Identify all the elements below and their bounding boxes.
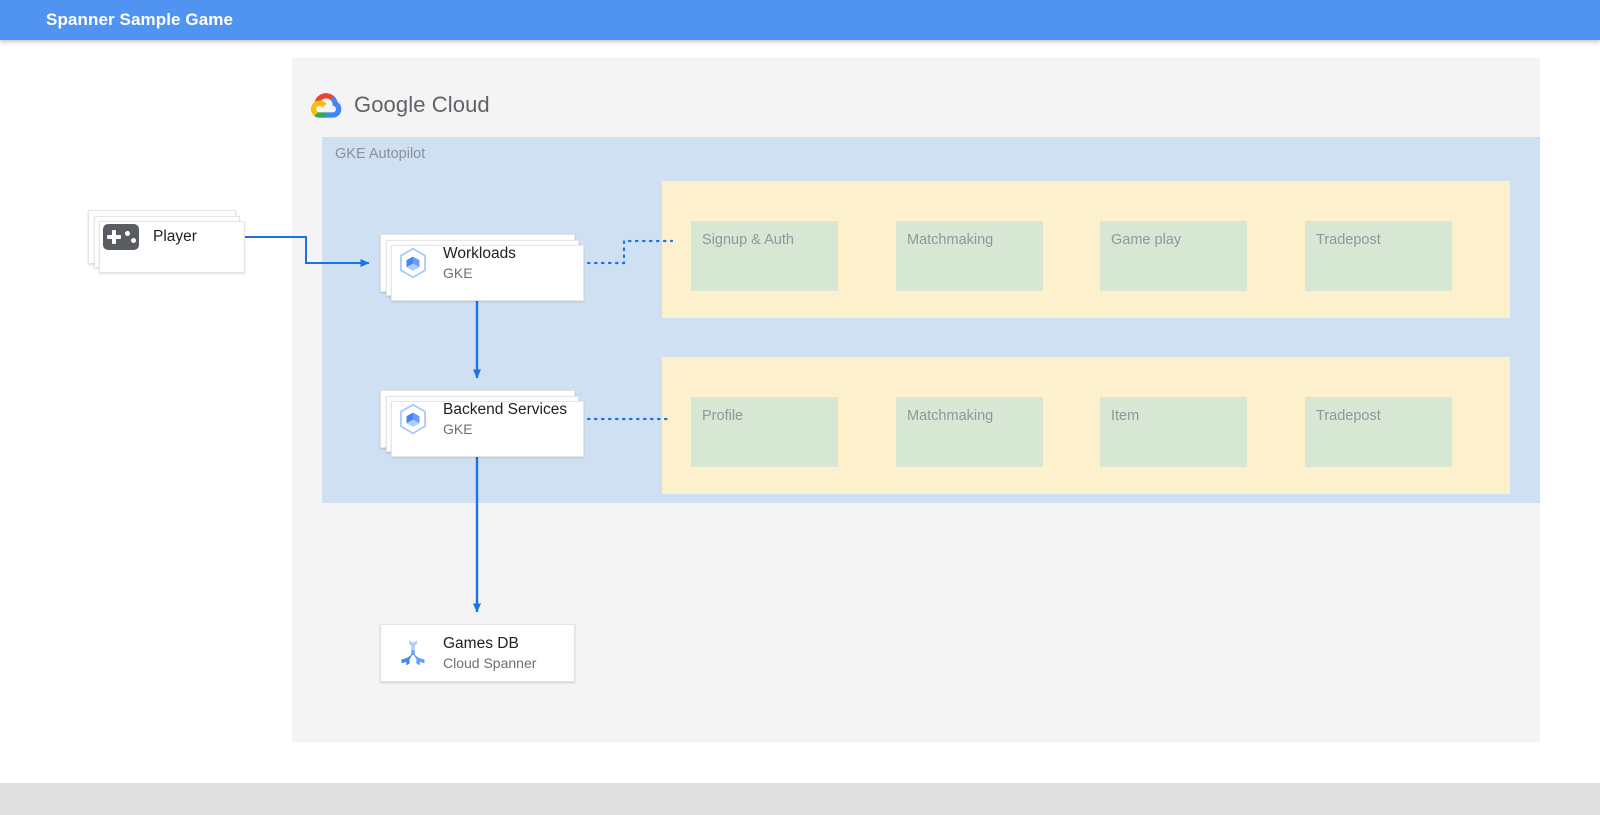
node-card-player[interactable]: Player xyxy=(88,210,245,273)
service-box: Signup & Auth xyxy=(691,221,838,291)
service-box: Item xyxy=(1100,397,1247,467)
service-box-label: Signup & Auth xyxy=(702,232,794,248)
node-subtitle: Cloud Spanner xyxy=(443,654,537,671)
service-box: Profile xyxy=(691,397,838,467)
gke-hexagon-icon xyxy=(399,403,427,435)
app-title: Spanner Sample Game xyxy=(46,10,234,29)
node-card-backend-services[interactable]: Backend Services GKE xyxy=(380,390,584,457)
google-cloud-brand: Google Cloud xyxy=(310,91,490,118)
node-card-text: Backend Services GKE xyxy=(443,400,567,439)
service-box-label: Game play xyxy=(1111,232,1182,248)
service-box-label: Tradepost xyxy=(1316,232,1381,248)
node-subtitle: GKE xyxy=(443,264,473,281)
service-box-label: Profile xyxy=(702,408,744,424)
app-header-bar: Spanner Sample Game xyxy=(0,0,1600,40)
node-title: Games DB xyxy=(443,634,519,652)
gamepad-icon xyxy=(103,224,139,250)
service-box: Tradepost xyxy=(1305,221,1452,291)
node-card-games-db[interactable]: Games DB Cloud Spanner xyxy=(380,624,575,682)
google-cloud-wordmark: Google Cloud xyxy=(354,92,490,118)
gke-autopilot-zone-label: GKE Autopilot xyxy=(335,146,426,162)
node-card-text: Games DB Cloud Spanner xyxy=(443,634,536,673)
service-box: Matchmaking xyxy=(896,221,1043,291)
cloud-spanner-icon xyxy=(401,640,425,666)
gke-hexagon-icon xyxy=(399,247,427,279)
node-subtitle: GKE xyxy=(443,420,473,437)
service-box-label: Item xyxy=(1111,408,1140,424)
service-box-label: Matchmaking xyxy=(907,408,994,424)
backend-service-group: Profile Matchmaking Item Tradepost xyxy=(662,357,1510,494)
service-box-label: Matchmaking xyxy=(907,232,994,248)
service-box: Matchmaking xyxy=(896,397,1043,467)
node-title: Backend Services xyxy=(443,400,568,418)
service-box-label: Tradepost xyxy=(1316,408,1381,424)
node-card-text: Workloads GKE xyxy=(443,244,516,283)
gke-autopilot-zone: GKE Autopilot Signup & Auth Matchmaking … xyxy=(322,137,1540,503)
bottom-status-strip xyxy=(0,783,1600,815)
node-title: Player xyxy=(153,228,197,245)
workloads-service-group: Signup & Auth Matchmaking Game play Trad… xyxy=(662,181,1510,318)
wordmark-cloud: Cloud xyxy=(431,91,490,117)
node-title: Workloads xyxy=(443,244,516,262)
service-box: Tradepost xyxy=(1305,397,1452,467)
wordmark-google: Google xyxy=(354,91,426,117)
service-box: Game play xyxy=(1100,221,1247,291)
node-card-text: Player xyxy=(153,227,197,247)
google-cloud-logo-icon xyxy=(310,93,342,118)
node-card-workloads[interactable]: Workloads GKE xyxy=(380,234,584,301)
